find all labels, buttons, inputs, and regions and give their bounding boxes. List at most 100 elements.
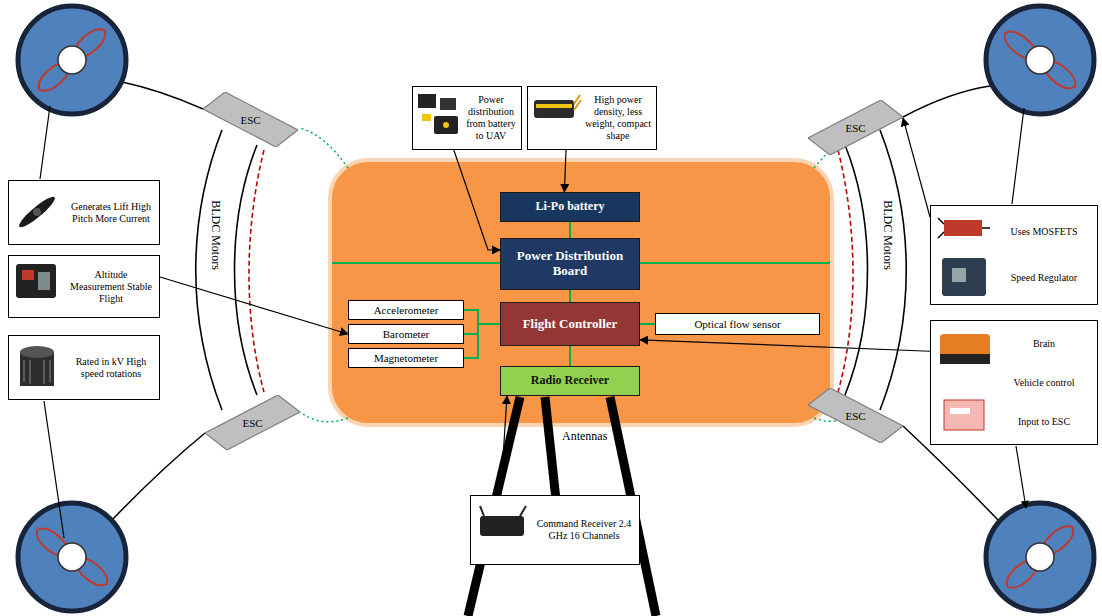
- battery-icon: [534, 100, 574, 118]
- callout-text: Altitude Measurement Stable Flight: [67, 269, 155, 305]
- callout-text: High power density, less weight, compact…: [584, 94, 652, 142]
- component-label: Li-Po battery: [505, 200, 635, 214]
- propeller-disc: [986, 6, 1094, 114]
- callout-box: Altitude Measurement Stable Flight: [8, 255, 160, 318]
- sensor-box: Magnetometer: [348, 348, 464, 368]
- pdb-icon: [440, 98, 456, 110]
- controller-icon: [940, 334, 990, 364]
- callout-text: Vehicle control: [995, 377, 1093, 389]
- motor-icon: [24, 360, 50, 384]
- callout-arrow: [564, 150, 566, 192]
- sensor-label: Barometer: [353, 328, 459, 340]
- esc-box: ESC: [808, 388, 903, 443]
- callout-box: Uses MOSFETS Speed Regulator: [930, 205, 1098, 305]
- part-label: BLDC Motors: [880, 198, 895, 272]
- callout-arrow: [501, 396, 507, 495]
- leader-arrow: [40, 106, 1026, 538]
- signal-line: [464, 310, 500, 324]
- component-label: Radio Receiver: [505, 374, 635, 388]
- signal-line: [569, 290, 571, 302]
- component-label: Power Distribution Board: [505, 249, 635, 279]
- esc-shape: [808, 100, 903, 155]
- callout-box: Generates Lift High Pitch More Current: [8, 180, 160, 245]
- receiver-icon: [480, 516, 524, 536]
- battery-icon: [574, 95, 581, 110]
- callout-box: High power density, less weight, compact…: [527, 86, 657, 150]
- esc-shape: [205, 395, 300, 450]
- board-icon: [22, 270, 34, 280]
- motor-wire: [196, 130, 907, 410]
- sensor-box: Accelerometer: [348, 300, 464, 320]
- callout-ground: [470, 495, 640, 565]
- callout-text: Command Receiver 2.4 GHz 16 Channels: [533, 518, 635, 542]
- propeller-icon: [33, 208, 41, 216]
- esc-box: ESC: [808, 100, 903, 155]
- callout-text: Input to ESC: [995, 416, 1093, 428]
- battery-icon: [536, 104, 572, 108]
- component-box: Radio Receiver: [500, 366, 640, 396]
- propeller: [986, 503, 1094, 611]
- esc-shape: [808, 388, 903, 443]
- callout-text: Uses MOSFETS: [995, 226, 1093, 238]
- esc-label: ESC: [242, 417, 262, 429]
- sensor-label: Magnetometer: [353, 352, 459, 364]
- body-frame: [330, 160, 832, 425]
- callout-box: Rated in kV High speed rotations: [8, 335, 160, 400]
- propeller: [18, 6, 126, 114]
- sensor-box: Optical flow sensor: [655, 313, 820, 335]
- callout-arrow: [454, 150, 500, 250]
- esc-box: ESC: [203, 92, 298, 147]
- callout-box: Command Receiver 2.4 GHz 16 Channels: [470, 495, 640, 565]
- callout-ground: [8, 255, 160, 318]
- esc-label: ESC: [240, 114, 260, 126]
- propeller-blade: [32, 24, 112, 96]
- callout-text: Rated in kV High speed rotations: [67, 356, 155, 380]
- callout-arrow: [903, 118, 930, 217]
- callout-ground: [412, 86, 522, 150]
- esc-box: ESC: [205, 395, 300, 450]
- receiver-icon: [950, 408, 970, 414]
- component-label: Flight Controller: [505, 317, 635, 332]
- signal-wire: [249, 150, 853, 392]
- callout-ground: [8, 180, 160, 245]
- propeller-blade: [1000, 521, 1080, 593]
- callout-text: Speed Regulator: [995, 272, 1093, 284]
- receiver-icon: [480, 506, 526, 516]
- propeller-disc: [18, 6, 126, 114]
- callout-box: Power distribution from battery to UAV: [412, 86, 522, 150]
- pdb-icon: [434, 116, 458, 134]
- signal-line: [640, 323, 655, 325]
- propeller-blade: [32, 521, 112, 593]
- callout-text: Power distribution from battery to UAV: [465, 94, 517, 142]
- pdb-icon: [422, 114, 431, 121]
- signal-line: [569, 346, 571, 366]
- board-icon: [942, 258, 986, 296]
- controller-icon: [940, 354, 990, 364]
- propeller-hub: [1026, 46, 1054, 74]
- propeller: [18, 503, 126, 611]
- callout-text: Brain: [995, 338, 1093, 350]
- part-label: BLDC Motors: [208, 198, 223, 272]
- antenna-leg: [468, 397, 656, 616]
- signal-line: [464, 324, 500, 358]
- callout-arrow: [160, 277, 348, 334]
- signal-line: [569, 222, 571, 238]
- esc-label: ESC: [845, 122, 865, 134]
- esc-label: ESC: [845, 410, 865, 422]
- board-icon: [952, 268, 966, 282]
- board-icon: [38, 272, 50, 290]
- part-label: Antennas: [560, 429, 609, 444]
- callout-ground: [930, 320, 1098, 445]
- propeller-hub: [58, 543, 86, 571]
- signal-line: [464, 324, 500, 334]
- component-box: Power Distribution Board: [500, 238, 640, 290]
- propeller-hub: [58, 46, 86, 74]
- propeller-hub: [1026, 543, 1054, 571]
- esc-shape: [203, 92, 298, 147]
- esc-icon: [944, 220, 982, 236]
- sensor-box: Barometer: [348, 324, 464, 344]
- propeller-disc: [986, 503, 1094, 611]
- propeller-blade: [1000, 24, 1080, 96]
- callout-ground: [930, 205, 1098, 305]
